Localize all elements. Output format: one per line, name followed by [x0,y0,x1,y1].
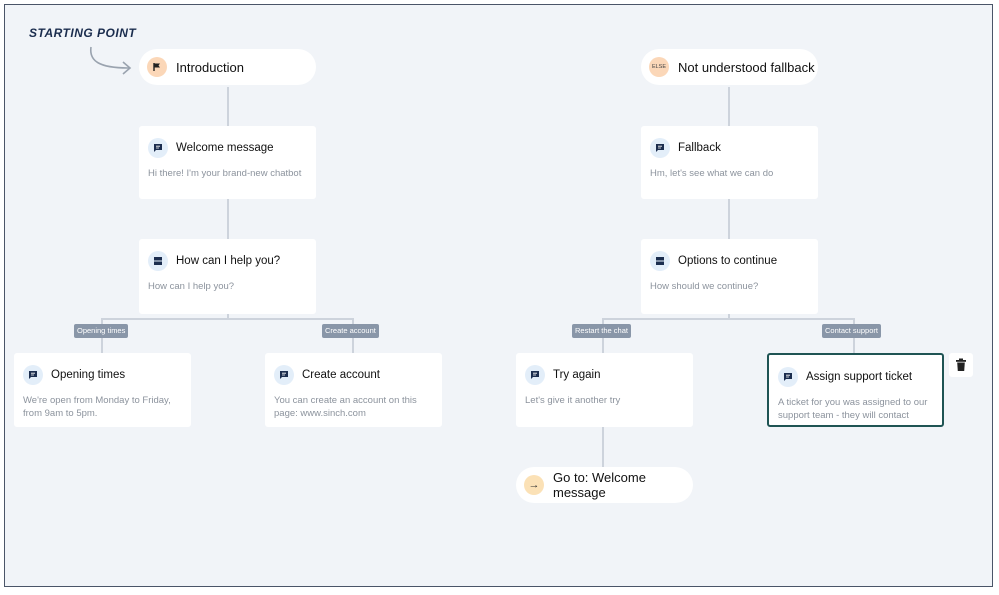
welcome-message-card[interactable]: Welcome message Hi there! I'm your brand… [139,126,316,199]
chat-bubble-icon [525,365,545,385]
branch-label-create-account[interactable]: Create account [322,324,379,338]
card-body: You can create an account on this page: … [274,395,417,419]
options-card[interactable]: Options to continue How should we contin… [641,239,818,314]
help-question-card[interactable]: How can I help you? How can I help you? [139,239,316,314]
card-title: How can I help you? [176,255,281,267]
arrow-right-icon: → [524,475,544,495]
not-understood-node[interactable]: ELSE Not understood fallback [641,49,818,85]
card-title: Assign support ticket [806,371,913,383]
starting-arrow-icon [90,46,132,75]
branch-label-opening-times[interactable]: Opening times [74,324,129,338]
support-ticket-card[interactable]: Assign support ticket A ticket for you w… [767,353,944,427]
delete-button[interactable] [949,353,973,377]
card-title: Welcome message [176,142,274,154]
options-icon [148,251,168,271]
card-body: Hi there! I'm your brand-new chatbot [148,168,302,179]
card-body: Hm, let's see what we can do [650,168,774,179]
card-title: Fallback [678,142,721,154]
create-account-card[interactable]: Create account You can create an account… [265,353,442,427]
card-body: We're open from Monday to Friday, from 9… [23,395,171,419]
connector [602,318,855,320]
card-body: Let's give it another try [525,395,621,406]
connector [602,427,604,467]
fallback-card[interactable]: Fallback Hm, let's see what we can do [641,126,818,199]
card-body: A ticket for you was assigned to our sup… [778,397,928,421]
connector [227,314,229,320]
trash-icon [956,358,966,371]
flag-icon [147,57,167,77]
goto-welcome-node[interactable]: → Go to: Welcome message [516,467,693,503]
card-title: Options to continue [678,255,778,267]
options-icon [650,251,670,271]
connector [728,314,730,320]
card-title: Create account [302,369,380,381]
flow-canvas[interactable]: STARTING POINT Introduction Welcome mess… [4,4,993,587]
goto-title: Go to: Welcome message [553,470,646,500]
try-again-card[interactable]: Try again Let's give it another try [516,353,693,427]
connector [227,87,229,127]
fallback-start-title: Not understood fallback [678,59,815,75]
card-body: How should we continue? [650,281,759,292]
intro-title: Introduction [176,59,244,75]
chat-bubble-icon [23,365,43,385]
chat-bubble-icon [148,138,168,158]
chat-bubble-icon [274,365,294,385]
connector [728,87,730,127]
card-body: How can I help you? [148,281,235,292]
chat-bubble-icon [778,367,798,387]
starting-point-label: STARTING POINT [29,26,137,40]
intro-node[interactable]: Introduction [139,49,316,85]
connector [728,199,730,239]
card-title: Try again [553,369,601,381]
connector [101,318,354,320]
opening-times-card[interactable]: Opening times We're open from Monday to … [14,353,191,427]
branch-label-restart[interactable]: Restart the chat [572,324,631,338]
card-title: Opening times [51,369,126,381]
connector [227,199,229,239]
else-icon: ELSE [649,57,669,77]
chat-bubble-icon [650,138,670,158]
branch-label-contact-support[interactable]: Contact support [822,324,881,338]
